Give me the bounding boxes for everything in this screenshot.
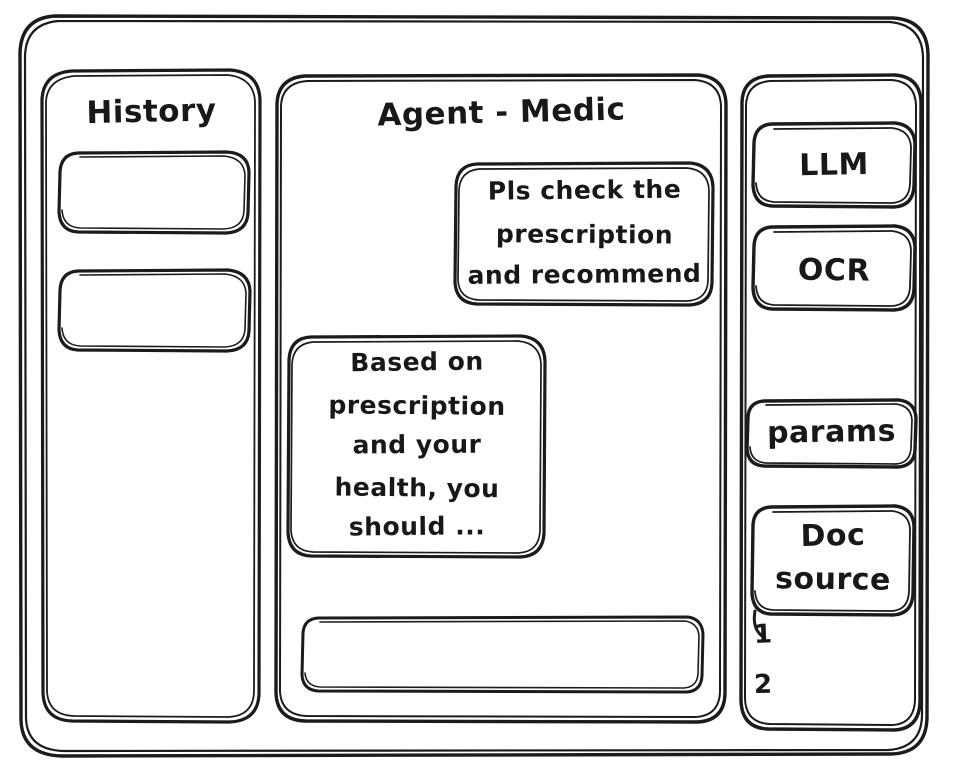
assistant-message-line-2: prescription	[328, 390, 506, 421]
history-item-2[interactable]	[59, 270, 251, 352]
assistant-message-line-5: should ...	[348, 511, 486, 542]
ocr-button[interactable]: OCR	[753, 226, 915, 310]
user-message-line-2: prescription	[495, 219, 674, 250]
user-message-line-1: Pls check the	[487, 174, 682, 206]
assistant-message-line-1: Based on	[350, 346, 484, 378]
user-message-bubble[interactable]: Pls check the prescription and recommend	[455, 163, 714, 306]
history-item-1[interactable]	[59, 152, 250, 234]
source-list-item-1[interactable]: 1	[748, 618, 808, 652]
doc-source-box[interactable]: Doc source	[752, 506, 914, 615]
user-message-line-3: and recommend	[467, 258, 702, 290]
params-button-label: params	[766, 413, 897, 451]
history-panel-title: History	[86, 92, 217, 132]
assistant-message-line-4: health, you	[334, 472, 500, 504]
ocr-button-label: OCR	[797, 252, 871, 289]
source-list-item-2-label: 2	[753, 669, 773, 700]
params-button[interactable]: params	[747, 400, 916, 467]
message-composer-input[interactable]	[302, 617, 703, 692]
llm-button-label: LLM	[798, 146, 870, 184]
assistant-message-bubble[interactable]: Based on prescription and your health, y…	[288, 336, 546, 558]
doc-source-line-1: Doc	[800, 517, 866, 554]
source-list-item-1-label: 1	[753, 619, 774, 650]
source-list-item-2[interactable]: 2	[748, 668, 808, 704]
llm-button[interactable]: LLM	[753, 123, 915, 207]
doc-source-line-2: source	[774, 561, 892, 598]
assistant-message-line-3: and your	[352, 429, 482, 460]
